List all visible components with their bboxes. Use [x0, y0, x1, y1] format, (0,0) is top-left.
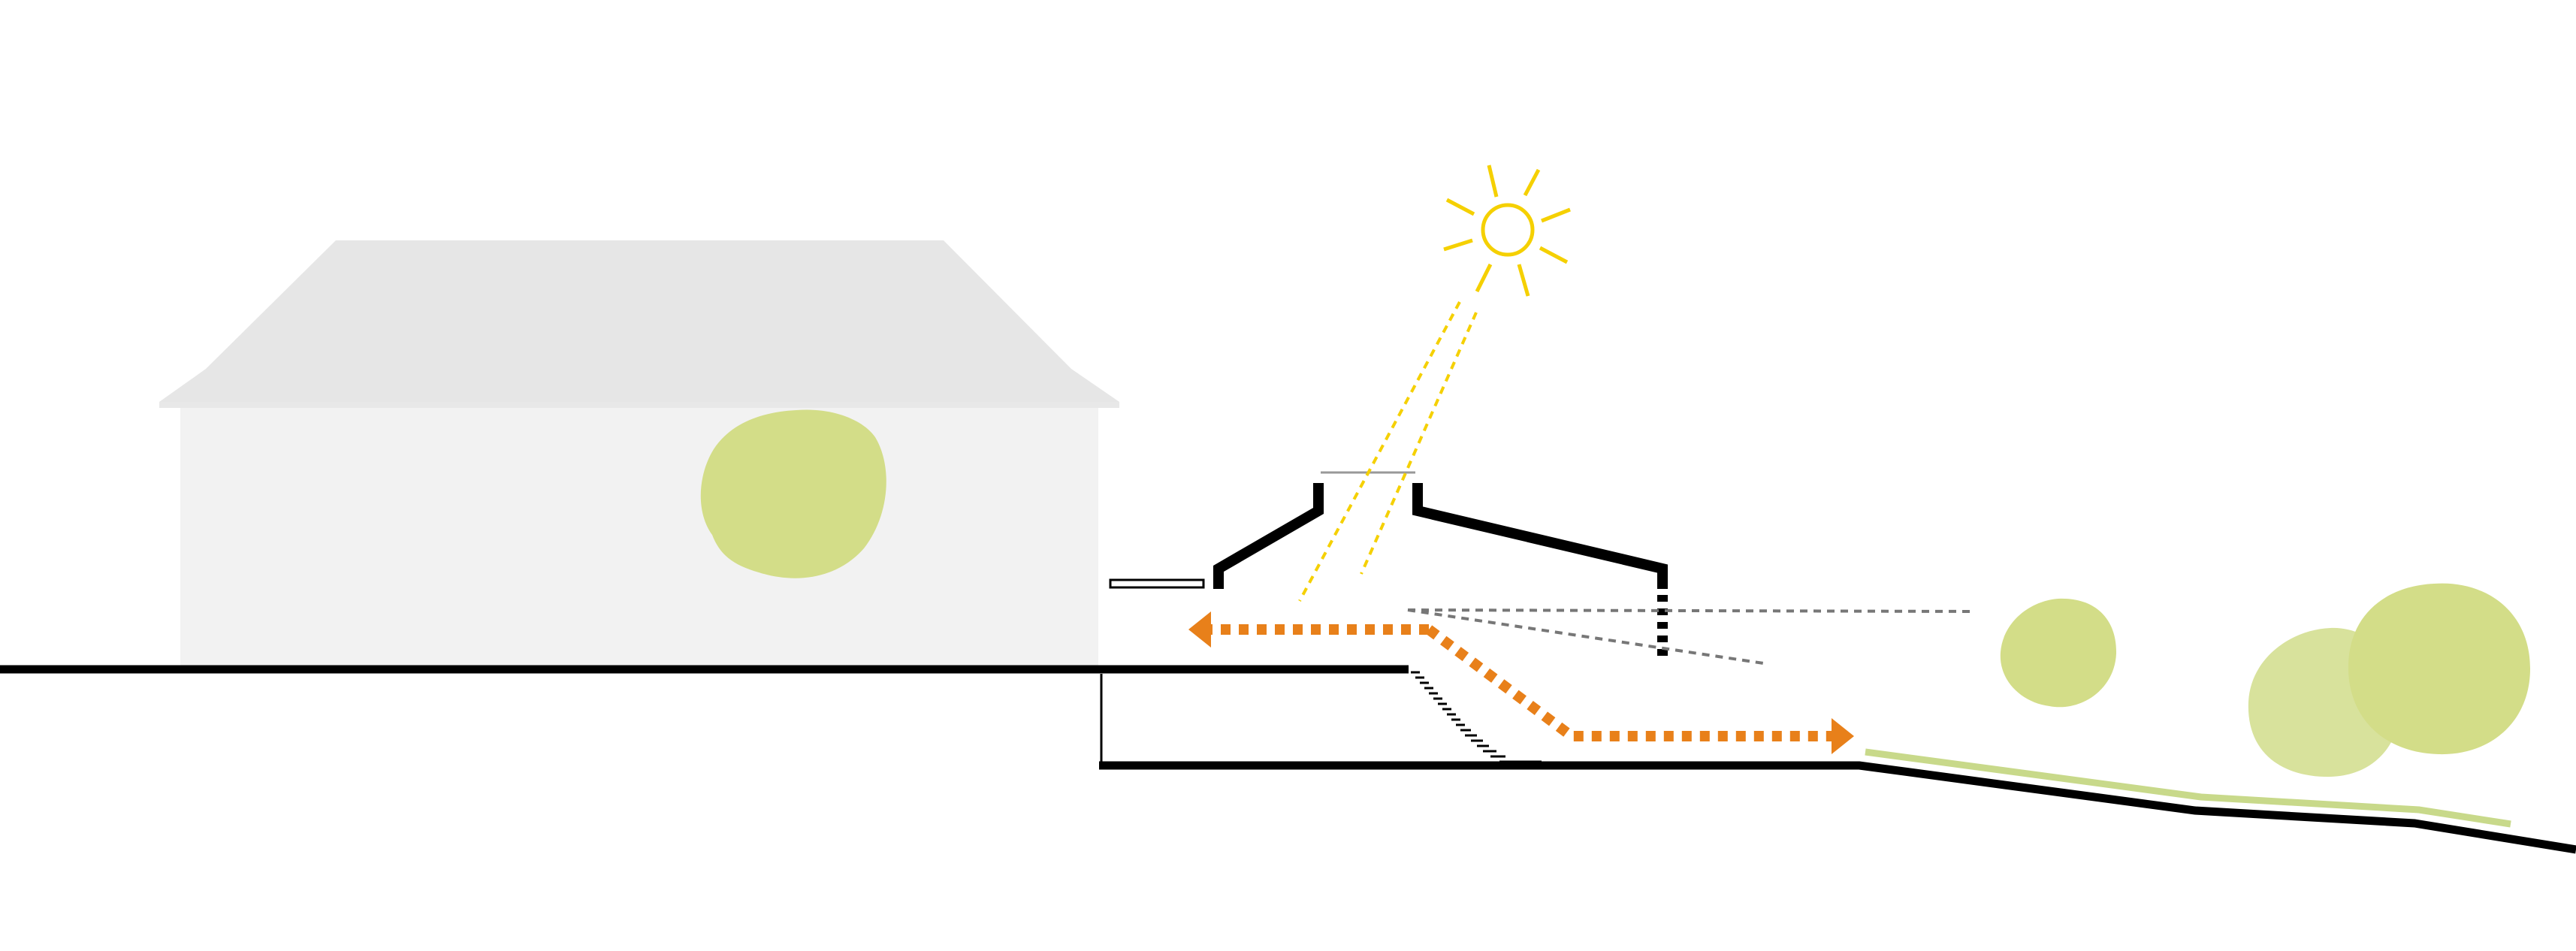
- tree-icon: [700, 409, 886, 578]
- trees-right: [2000, 583, 2530, 777]
- building-roof-section: [1213, 483, 1668, 589]
- neighbor-house-eave: [159, 402, 1119, 408]
- neighbor-house: [159, 240, 1119, 669]
- airflow-arrow-left-icon: [1188, 611, 1211, 648]
- airflow-path-right: [1425, 625, 1833, 741]
- roof-right-slope: [1412, 483, 1668, 589]
- sunlight-rays: [1298, 301, 1478, 602]
- airflow: [1188, 611, 1854, 754]
- neighbor-house-roof: [159, 240, 1119, 402]
- lower-level: [1099, 674, 2576, 854]
- airflow-arrow-right-icon: [1832, 718, 1854, 754]
- terrain-grass-line: [1865, 748, 2511, 828]
- view-lines: [1407, 608, 1975, 666]
- stair-hatch: [1411, 671, 1542, 763]
- tree-icon: [2348, 583, 2530, 755]
- tree-icon: [2000, 598, 2117, 708]
- canopy-element: [1109, 578, 1205, 589]
- neighbor-house-wall: [180, 408, 1098, 669]
- roof-left-slope: [1213, 483, 1324, 589]
- sun-icon: [1443, 165, 1571, 297]
- lower-floor-and-terrain: [1099, 761, 2576, 854]
